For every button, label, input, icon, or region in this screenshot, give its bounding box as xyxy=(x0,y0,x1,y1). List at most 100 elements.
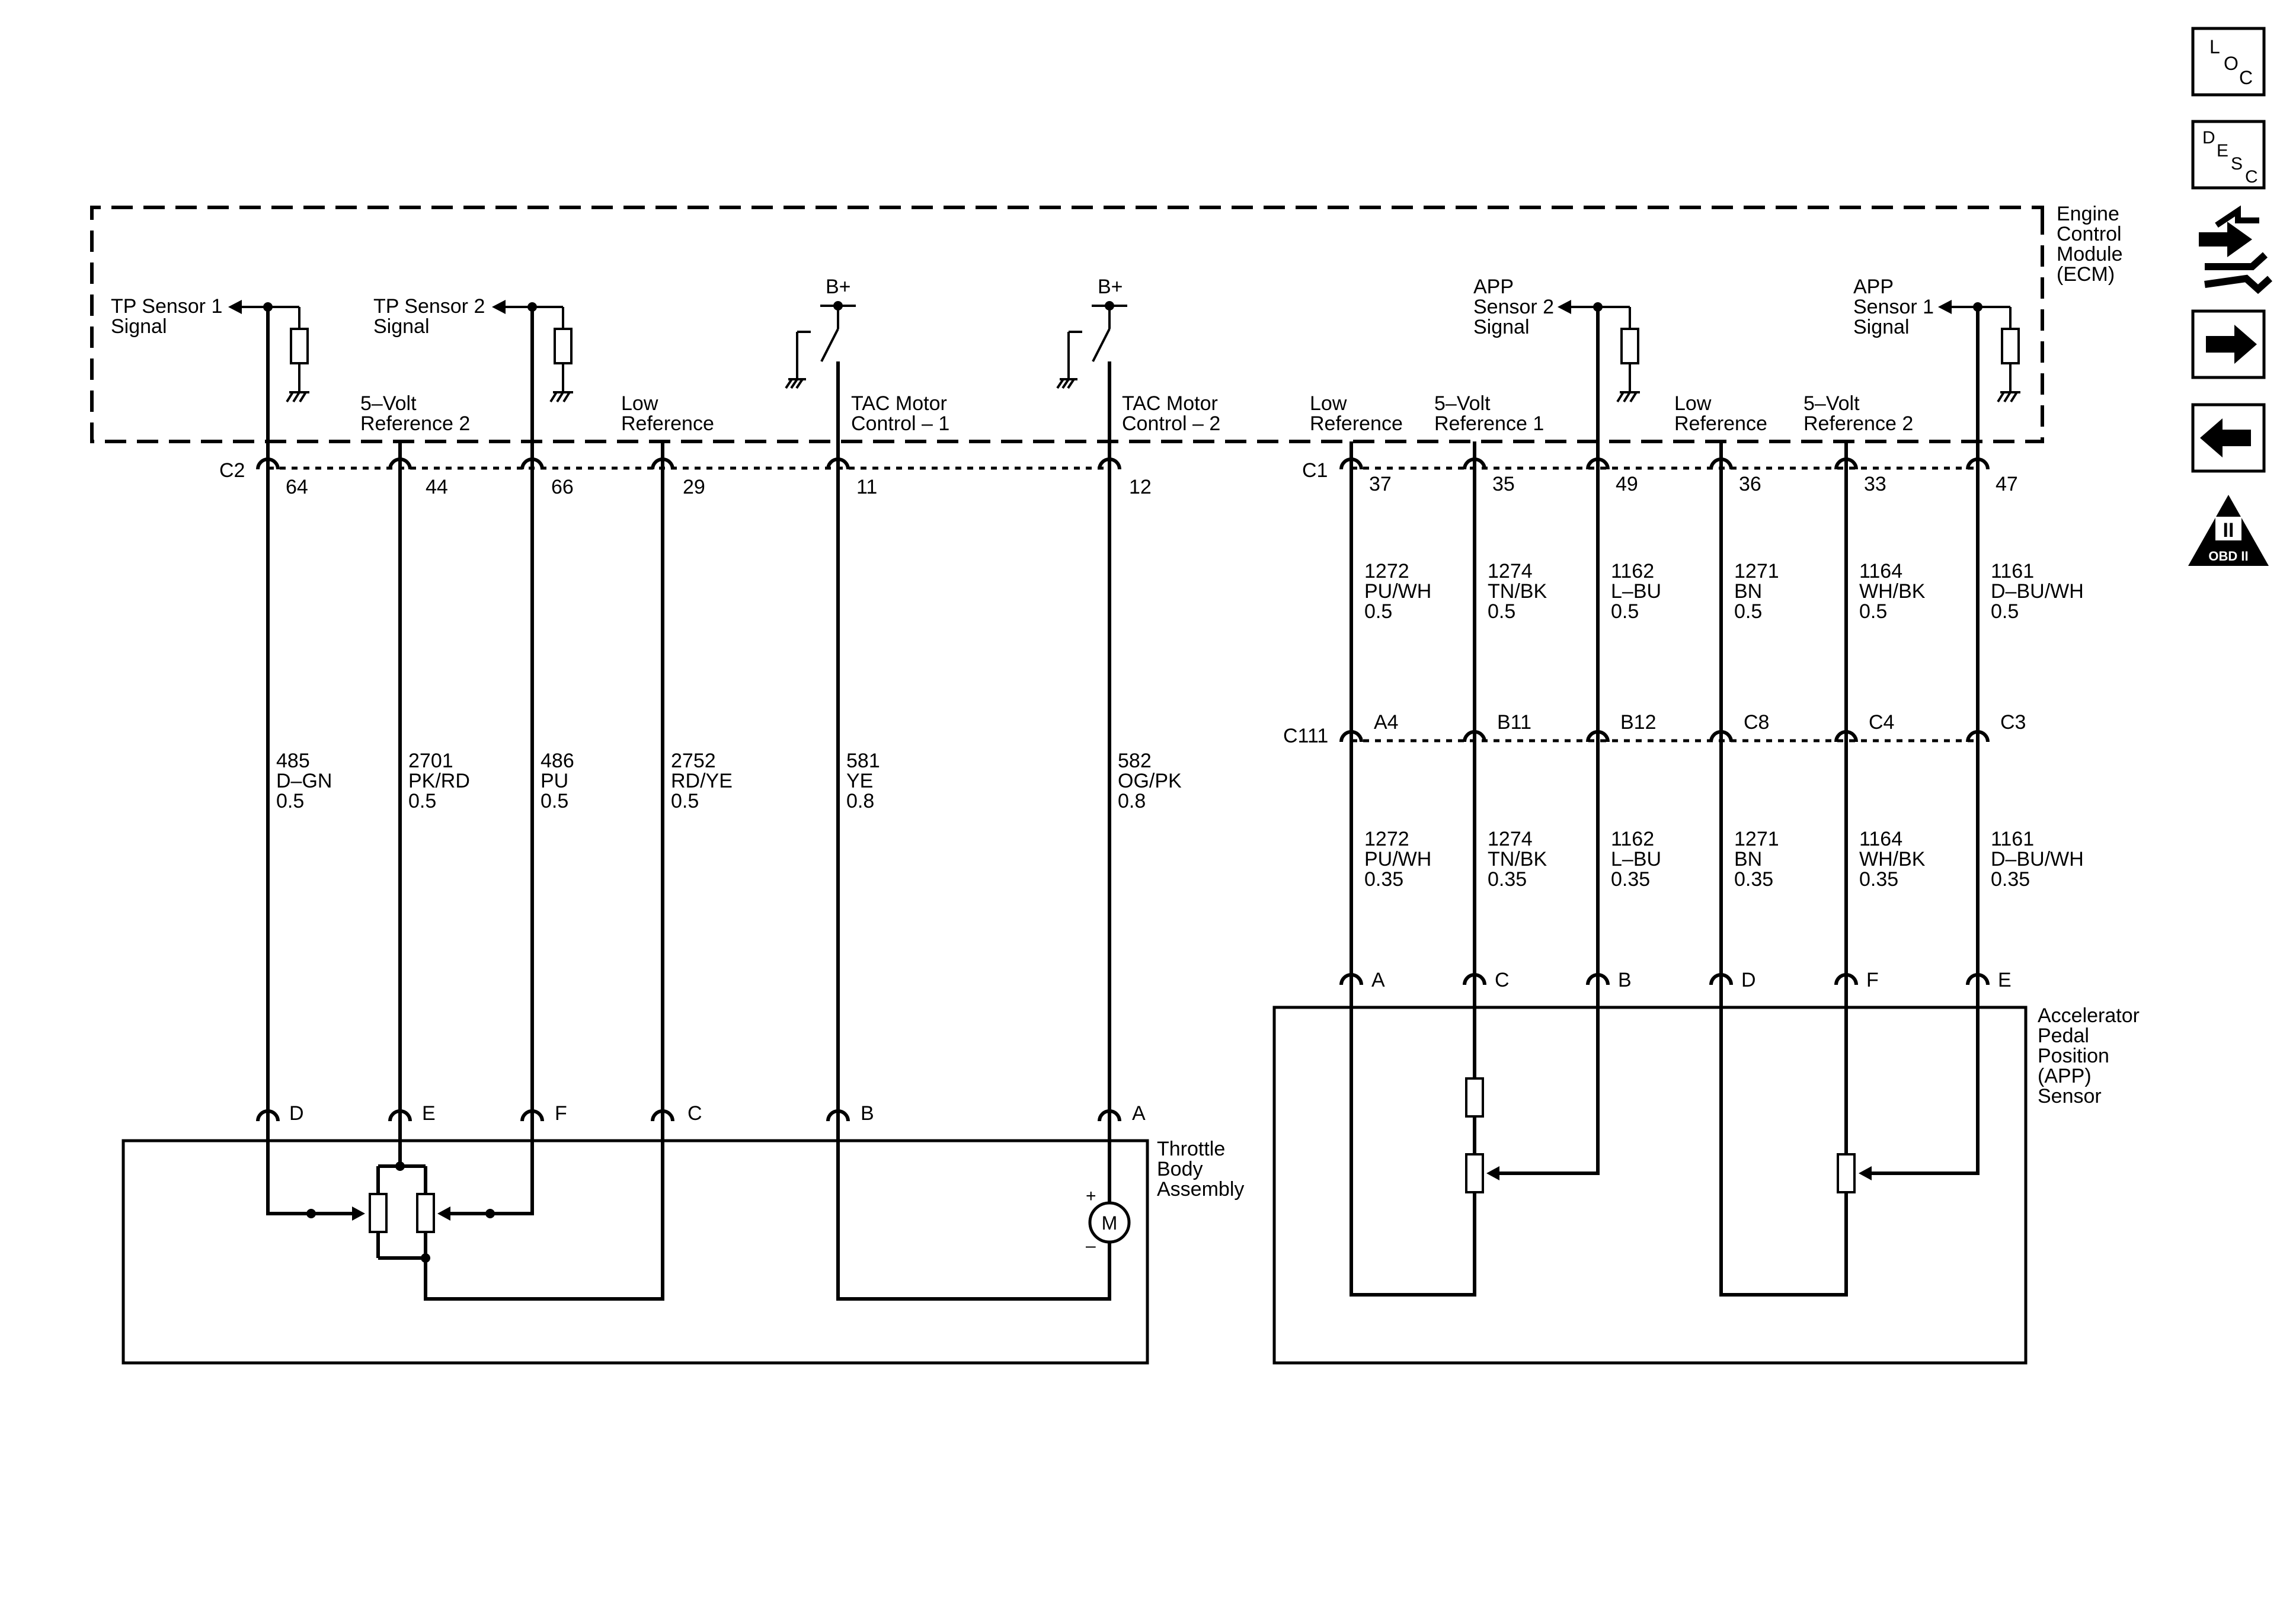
tp2-label-line-2: Signal xyxy=(373,315,430,338)
wire-color: TN/BK xyxy=(1488,848,1547,870)
app-sensor-2-signal: APP Sensor 2 Signal xyxy=(1473,276,1640,462)
ecm-cavity xyxy=(256,457,280,476)
wire-size: 0.5 xyxy=(541,790,568,812)
previous-arrow-icon[interactable] xyxy=(2191,403,2266,473)
location-icon[interactable]: L O C xyxy=(2191,27,2266,97)
svg-text:II: II xyxy=(2223,519,2234,542)
connector-c1-label: C1 xyxy=(1302,459,1328,482)
app-sensor-cavity xyxy=(1966,973,1990,992)
wire-color: PK/RD xyxy=(408,770,470,792)
throttle-body-cavity xyxy=(520,1109,544,1128)
app-sensor-pin: B xyxy=(1618,969,1632,991)
throttle-body-pin: A xyxy=(1132,1102,1146,1125)
c111-pin: B12 xyxy=(1620,711,1657,734)
app-sensor-title-line-5: Sensor xyxy=(2038,1085,2102,1108)
circuit-number: 1274 xyxy=(1488,828,1533,850)
arrow-icon xyxy=(1938,300,1952,314)
circuit-number: 1161 xyxy=(1991,828,2034,850)
wire-color: OG/PK xyxy=(1118,770,1182,792)
ecm-pin-number: 64 xyxy=(286,476,308,498)
c111-pin: A4 xyxy=(1374,711,1399,734)
tac1-line-1: TAC Motor xyxy=(851,392,947,415)
c111-pin: C8 xyxy=(1744,711,1769,734)
ecm-cavity xyxy=(388,457,412,476)
wire-color: BN xyxy=(1734,580,1762,603)
ecm-title-line-2: Control xyxy=(2057,223,2122,245)
low-ref-r2-line-1: Low xyxy=(1674,392,1712,415)
right-wire-bundle: 1272PU/WH0.5A41272PU/WH0.35A1274TN/BK0.5… xyxy=(1339,476,2084,1007)
tp1-label-line-1: TP Sensor 1 xyxy=(111,295,222,318)
connector-tool-icon[interactable] xyxy=(2199,205,2273,295)
wire-color: BN xyxy=(1734,848,1762,870)
wire-size: 0.35 xyxy=(1859,868,1898,891)
low-ref-left-line-1: Low xyxy=(621,392,658,415)
ref2-right-line-2: Reference 2 xyxy=(1803,412,1913,435)
wire-size: 0.5 xyxy=(1611,600,1639,623)
wire-color: RD/YE xyxy=(671,770,733,792)
ecm-pin-number: 44 xyxy=(426,476,448,498)
svg-text:E: E xyxy=(2217,141,2228,161)
wire-size: 0.5 xyxy=(1364,600,1392,623)
circuit-number: 581 xyxy=(846,750,880,772)
ecm-pin-number: 35 xyxy=(1492,473,1515,495)
wire-color: D–GN xyxy=(276,770,332,792)
throttle-body-cavity xyxy=(651,1109,674,1128)
tac-motor-driver-2: B+ xyxy=(1056,276,1127,462)
app-sensor-1-signal: APP Sensor 1 Signal xyxy=(1853,276,2020,462)
tp2-label-line-1: TP Sensor 2 xyxy=(373,295,485,318)
wire-size: 0.35 xyxy=(1991,868,2030,891)
throttle-body-pin: E xyxy=(422,1102,436,1125)
wire-color: WH/BK xyxy=(1859,848,1926,870)
c111-cavity xyxy=(1586,730,1610,749)
obd-ii-icon[interactable]: II OBD II xyxy=(2188,495,2269,566)
ecm-cavity xyxy=(826,457,850,476)
app-sensor-title-line-2: Pedal xyxy=(2038,1025,2089,1047)
tac-motor-driver-1: B+ xyxy=(785,276,856,462)
throttle-body-cavity xyxy=(256,1109,280,1128)
ecm-cavity xyxy=(1966,457,1990,476)
svg-text:O: O xyxy=(2224,53,2239,74)
bplus-1: B+ xyxy=(826,276,851,298)
tac2-line-2: Control – 2 xyxy=(1122,412,1220,435)
description-icon[interactable]: D E S C xyxy=(2191,120,2266,190)
circuit-number: 1274 xyxy=(1488,560,1533,582)
throttle-body-cavity xyxy=(388,1109,412,1128)
wire-size: 0.35 xyxy=(1364,868,1403,891)
bplus-2: B+ xyxy=(1098,276,1123,298)
ecm-title-line-3: Module xyxy=(2057,243,2123,265)
throttle-body-pin: D xyxy=(289,1102,304,1125)
tac2-line-1: TAC Motor xyxy=(1122,392,1218,415)
throttle-body-cavity xyxy=(826,1109,850,1128)
throttle-body-title-line-2: Body xyxy=(1157,1158,1203,1180)
ecm-cavity xyxy=(1339,457,1363,476)
wire-color: D–BU/WH xyxy=(1991,580,2084,603)
ecm-pin-number: 49 xyxy=(1616,473,1638,495)
ecm-pin-number: 12 xyxy=(1129,476,1152,498)
nav-icons: L O C D E S C II OBD II xyxy=(2188,27,2273,566)
circuit-number: 2701 xyxy=(408,750,453,772)
ref2-left-line-2: Reference 2 xyxy=(360,412,470,435)
svg-text:OBD II: OBD II xyxy=(2208,549,2248,564)
wire-color: L–BU xyxy=(1611,848,1661,870)
app-sensor-title-line-3: Position xyxy=(2038,1045,2109,1067)
wire-color: L–BU xyxy=(1611,580,1661,603)
throttle-body-cavity xyxy=(1098,1109,1121,1128)
wire-size: 0.5 xyxy=(1991,600,2019,623)
motor-minus: – xyxy=(1086,1236,1096,1256)
app-sensor-title-line-4: (APP) xyxy=(2038,1065,2092,1087)
next-arrow-icon[interactable] xyxy=(2191,309,2266,379)
wire-size: 0.8 xyxy=(1118,790,1146,812)
tp1-label-line-2: Signal xyxy=(111,315,167,338)
wire-color: PU/WH xyxy=(1364,580,1431,603)
wire-size: 0.5 xyxy=(1488,600,1515,623)
c111-cavity xyxy=(1834,730,1858,749)
low-ref-r2-line-2: Reference xyxy=(1674,412,1767,435)
app-sensor-pin: C xyxy=(1495,969,1510,991)
connector-c2-label: C2 xyxy=(219,459,245,482)
c111-cavity xyxy=(1966,730,1990,749)
arrow-icon xyxy=(228,300,242,314)
app1-label-line-3: Signal xyxy=(1853,316,1910,338)
ecm-cavity xyxy=(1463,457,1486,476)
